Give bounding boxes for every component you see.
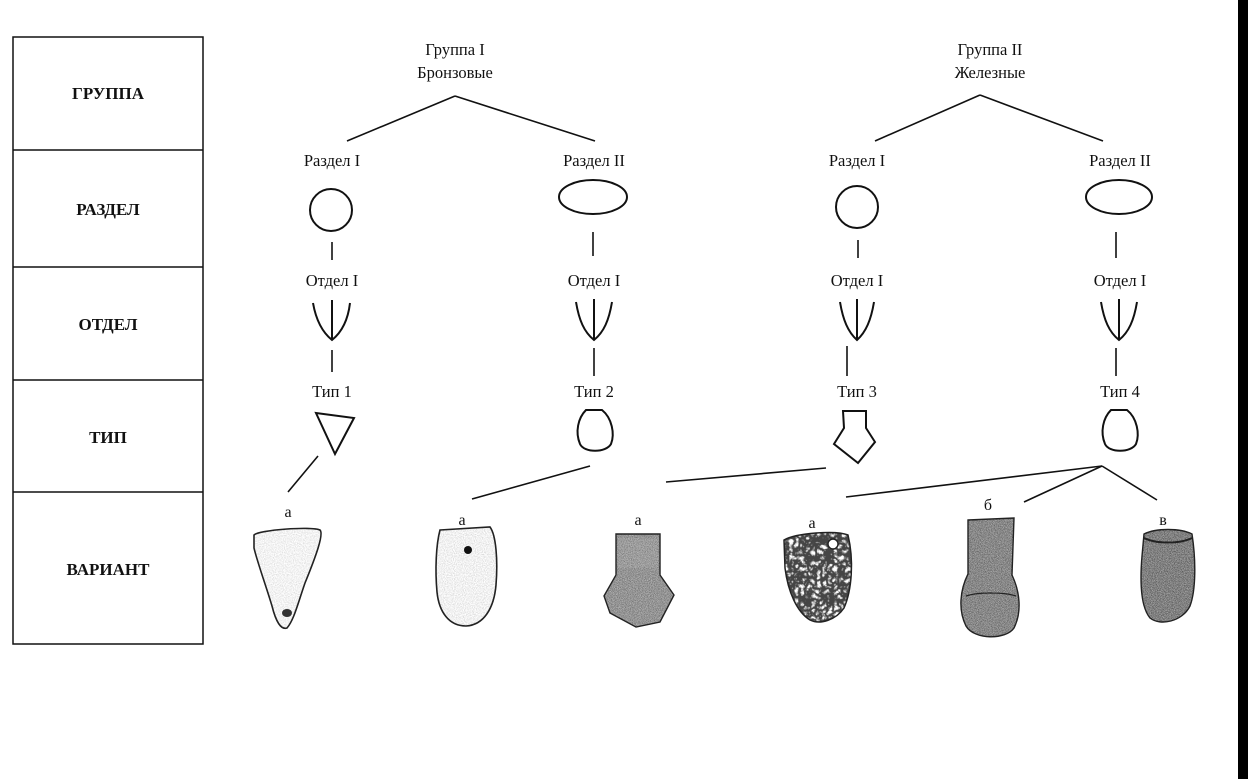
division-label: Отдел I (306, 271, 358, 290)
triangular-bronze-artifact (253, 527, 322, 630)
variant-link-line (665, 467, 827, 483)
branch-line (874, 94, 981, 142)
branch-line (979, 94, 1104, 142)
column-3: Раздел I Отдел I Тип 3 (829, 151, 885, 465)
section-label: Раздел II (563, 151, 625, 170)
tall-iron-artifact (960, 517, 1020, 638)
division-label: Отдел I (1094, 271, 1146, 290)
column-1: Раздел I Отдел I Тип 1 (304, 151, 360, 457)
variant-label: а (808, 515, 815, 532)
row-label-division: ОТДЕЛ (79, 315, 138, 334)
row-label-type: ТИП (89, 428, 127, 447)
branch-line (454, 95, 596, 142)
circle-icon (835, 185, 879, 229)
variant-label: в (1159, 512, 1167, 529)
variant-label: а (458, 512, 465, 529)
circle-icon (309, 188, 353, 232)
row-header-table: ГРУППА РАЗДЕЛ ОТДЕЛ ТИП ВАРИАНТ (12, 36, 204, 645)
variant-link-line (845, 465, 1103, 498)
rounded-vessel-icon (576, 409, 614, 452)
type-label: Тип 1 (312, 382, 352, 401)
type-label: Тип 4 (1100, 382, 1140, 401)
row-label-section: РАЗДЕЛ (76, 200, 140, 219)
rounded-vessel-icon (1101, 409, 1139, 452)
variant-link-line (1101, 465, 1158, 501)
division-label: Отдел I (831, 271, 883, 290)
division-label: Отдел I (568, 271, 620, 290)
fork-icon (839, 299, 875, 342)
fork-icon (312, 300, 351, 342)
group-header-2: Группа II Железные (955, 40, 1026, 82)
rough-iron-artifact (1140, 528, 1196, 623)
speckled-iron-artifact (783, 531, 853, 623)
column-2: Раздел II Отдел I Тип 2 (558, 151, 628, 452)
section-label: Раздел I (829, 151, 885, 170)
triangle-icon (314, 411, 356, 457)
pentagonal-iron-artifact (603, 533, 675, 628)
type-label: Тип 3 (837, 382, 877, 401)
variant-link-line (471, 465, 591, 500)
oval-icon (558, 179, 628, 215)
rounded-bronze-artifact (435, 526, 498, 627)
column-4: Раздел II Отдел I Тип 4 (1085, 151, 1153, 452)
group-subtitle: Бронзовые (417, 63, 493, 82)
row-label-variant: ВАРИАНТ (67, 560, 151, 579)
oval-icon (1085, 179, 1153, 215)
group-title: Группа II (958, 40, 1023, 59)
group-subtitle: Железные (955, 63, 1026, 82)
section-label: Раздел II (1089, 151, 1151, 170)
row-label-group: ГРУППА (72, 84, 145, 103)
group-title: Группа I (425, 40, 484, 59)
pentagon-vessel-icon (832, 410, 877, 465)
scan-edge-bar (1238, 0, 1248, 779)
group-header-1: Группа I Бронзовые (417, 40, 493, 82)
variant-label: б (984, 497, 992, 514)
branch-line (346, 95, 456, 142)
fork-icon (1100, 299, 1138, 342)
fork-icon (575, 299, 613, 342)
section-label: Раздел I (304, 151, 360, 170)
variant-link-line (287, 455, 319, 493)
variant-link-line (1023, 465, 1103, 503)
type-label: Тип 2 (574, 382, 614, 401)
variant-label: а (284, 504, 291, 521)
variant-label: а (634, 512, 641, 529)
